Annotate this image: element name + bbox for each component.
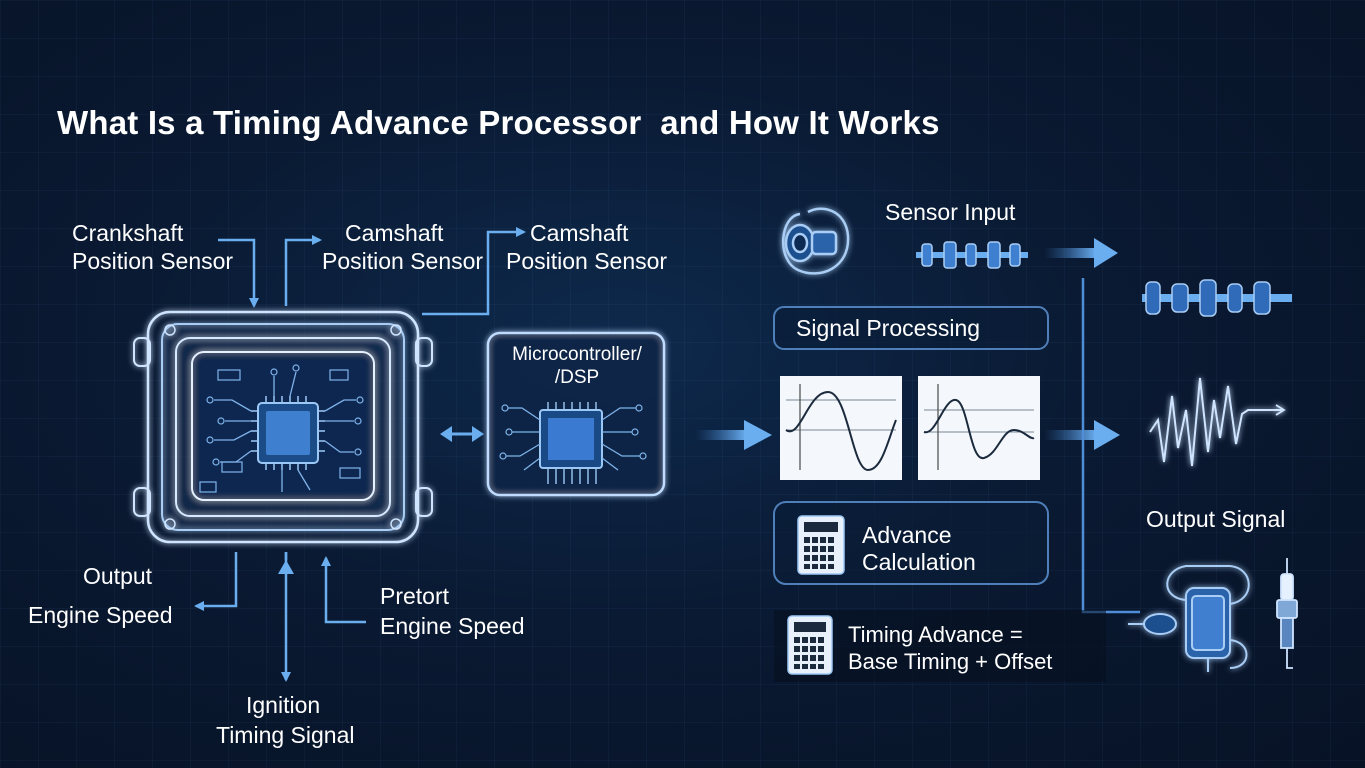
camshaft-icon	[916, 241, 1028, 269]
crankshaft-label-line1: Crankshaft	[72, 220, 184, 246]
output-label-line2: Engine Speed	[28, 602, 173, 628]
spark-plug-icon	[1276, 558, 1298, 669]
microcontroller-label-line1: Microcontroller/	[512, 344, 642, 365]
microcontroller-label: Microcontroller/ /DSP	[494, 343, 660, 389]
pretort-label-line1: Pretort	[380, 583, 450, 609]
camshaft-2-label-line1: Camshaft	[530, 220, 629, 246]
crankshaft-label-line2: Position Sensor	[72, 248, 234, 274]
input-arrows	[218, 238, 259, 308]
calculator-icon	[797, 515, 845, 575]
output-signal-label: Output Signal	[1146, 506, 1286, 532]
calculator-icon	[787, 615, 833, 675]
camshaft-2-label-line2: Position Sensor	[506, 248, 668, 274]
signal-processing-label: Signal Processing	[796, 315, 981, 341]
ignition-label-line1: Ignition	[246, 692, 321, 718]
formula-line1: Timing Advance =	[848, 622, 1023, 647]
waveform-icon	[1149, 377, 1286, 467]
advance-label-line2: Calculation	[862, 549, 976, 575]
chip-icon	[199, 364, 364, 493]
ignition-coil-icon	[1128, 565, 1250, 672]
camshaft-1-label-line2: Position Sensor	[322, 248, 484, 274]
camshaft-1-label-line1: Camshaft	[345, 220, 444, 246]
signal-processing-box	[773, 306, 1049, 350]
page-title: What Is a Timing Advance Processor and H…	[57, 104, 940, 141]
chip-icon	[499, 402, 647, 484]
sensor-input-label: Sensor Input	[885, 199, 1016, 225]
formula-line2: Base Timing + Offset	[848, 649, 1053, 674]
advance-label-line1: Advance	[862, 522, 952, 548]
waveform-chart-1	[780, 376, 902, 480]
bidirectional-arrow	[440, 426, 484, 442]
flow-arrows	[696, 238, 1120, 450]
waveform-chart-2	[918, 376, 1040, 480]
sensor-icon	[782, 207, 850, 275]
camshaft-icon	[1142, 279, 1292, 317]
ignition-label-line2: Timing Signal	[216, 722, 355, 748]
pretort-label-line2: Engine Speed	[380, 613, 525, 639]
microcontroller-label-line2: /DSP	[554, 367, 600, 388]
output-label-line1: Output	[83, 563, 153, 589]
